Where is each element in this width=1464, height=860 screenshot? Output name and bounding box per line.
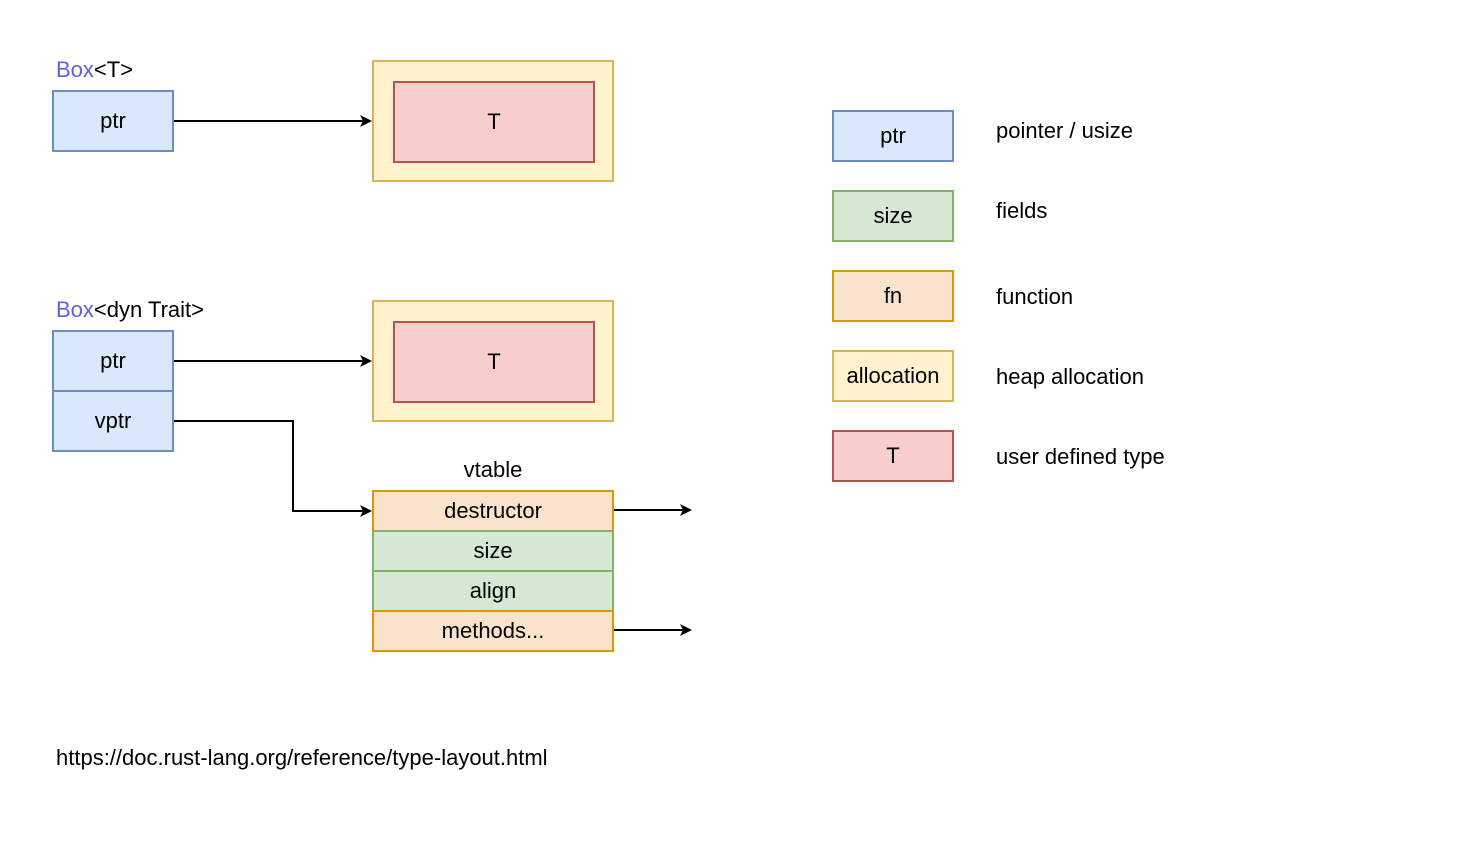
box-t-suffix: <T> bbox=[93, 57, 134, 82]
vtable-title: vtable bbox=[463, 457, 523, 482]
box-dyn-suffix: <dyn Trait> bbox=[93, 297, 204, 322]
box-dyn-ptr-label: ptr bbox=[100, 348, 126, 373]
legend-desc-type: user defined type bbox=[996, 444, 1165, 469]
legend-swatch-fn: fn bbox=[832, 270, 954, 322]
vtable-row-align: align bbox=[372, 570, 614, 612]
vtable-row-size-label: size bbox=[473, 538, 513, 563]
vtable-row-destructor-label: destructor bbox=[444, 498, 542, 523]
box-dyn-title: Box<dyn Trait> bbox=[56, 299, 204, 321]
legend-swatch-type-label: T bbox=[886, 443, 900, 468]
legend-swatch-ptr: ptr bbox=[832, 110, 954, 162]
box-dyn-vptr-field: vptr bbox=[52, 390, 174, 452]
box-t-heap-allocation: T bbox=[372, 60, 614, 182]
vtable-row-align-label: align bbox=[469, 578, 517, 603]
box-dyn-ptr-field: ptr bbox=[52, 330, 174, 392]
box-t-title: Box<T> bbox=[56, 59, 133, 81]
reference-url: https://doc.rust-lang.org/reference/type… bbox=[56, 745, 548, 770]
legend-swatch-field-label: size bbox=[873, 203, 913, 228]
legend-swatch-type: T bbox=[832, 430, 954, 482]
vtable-row-methods-label: methods... bbox=[441, 618, 545, 643]
box-dyn-keyword: Box bbox=[56, 297, 94, 322]
box-t-heap-type-label: T bbox=[487, 109, 501, 134]
vptr-to-vtable-arrow bbox=[174, 420, 372, 517]
box-dyn-heap-type: T bbox=[393, 321, 595, 403]
box-dyn-heap-type-label: T bbox=[487, 349, 501, 374]
legend-desc-field: fields bbox=[996, 198, 1048, 223]
box-t-keyword: Box bbox=[56, 57, 94, 82]
box-dyn-vptr-label: vptr bbox=[94, 408, 132, 433]
vtable-row-destructor: destructor bbox=[372, 490, 614, 532]
box-t-heap-type: T bbox=[393, 81, 595, 163]
box-dyn-heap-allocation: T bbox=[372, 300, 614, 422]
legend-swatch-fn-label: fn bbox=[883, 283, 903, 308]
vtable-row-methods: methods... bbox=[372, 610, 614, 652]
legend-swatch-ptr-label: ptr bbox=[880, 123, 906, 148]
vtable-row-size: size bbox=[372, 530, 614, 572]
legend-desc-ptr: pointer / usize bbox=[996, 118, 1133, 143]
box-t-ptr-label: ptr bbox=[100, 108, 126, 133]
legend-swatch-field: size bbox=[832, 190, 954, 242]
legend-swatch-alloc: allocation bbox=[832, 350, 954, 402]
box-t-ptr-field: ptr bbox=[52, 90, 174, 152]
legend-desc-fn: function bbox=[996, 284, 1074, 309]
legend-swatch-alloc-label: allocation bbox=[846, 363, 940, 388]
legend-desc-alloc: heap allocation bbox=[996, 364, 1145, 389]
